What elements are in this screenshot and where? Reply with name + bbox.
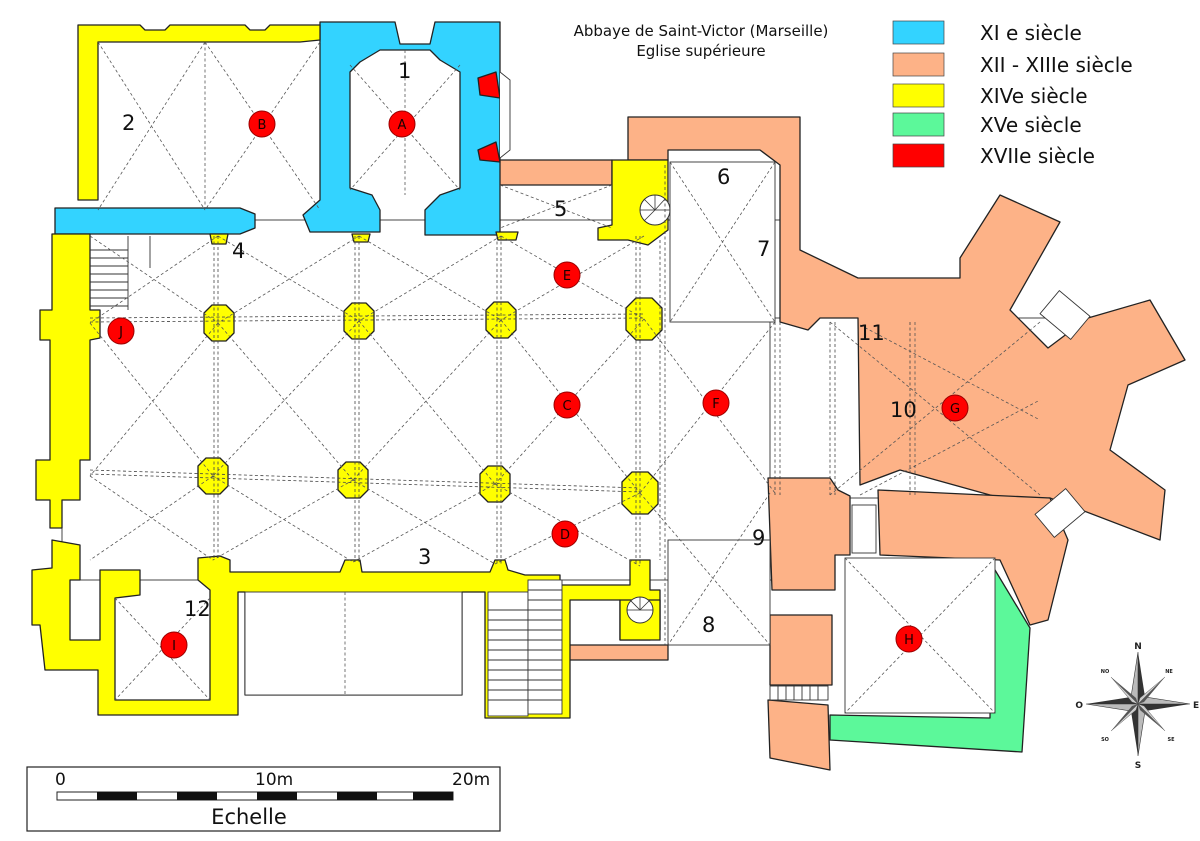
title-line-1: Abbaye de Saint-Victor (Marseille) xyxy=(574,22,829,40)
svg-text:NE: NE xyxy=(1165,669,1173,675)
room-number: 9 xyxy=(752,526,765,550)
room-number: 3 xyxy=(418,545,431,569)
svg-text:XIVe siècle: XIVe siècle xyxy=(980,84,1088,108)
legend-item-xi: XI e siècle xyxy=(892,20,1082,45)
svg-text:J: J xyxy=(118,325,123,340)
svg-text:S: S xyxy=(1135,761,1141,771)
marker-b: B xyxy=(248,110,276,138)
marker-h: H xyxy=(895,625,923,653)
scale-bar: 0 10m 20m Echelle xyxy=(26,766,501,832)
room-numbers: 1 2 3 4 5 6 7 8 9 10 11 12 xyxy=(122,59,917,637)
walls-xvii xyxy=(477,71,501,163)
scale-caption: Echelle xyxy=(211,805,287,829)
svg-text:XVIIe siècle: XVIIe siècle xyxy=(980,144,1095,168)
room-number: 7 xyxy=(757,237,770,261)
legend-item-xii-xiii: XII - XIIIe siècle xyxy=(892,52,1133,77)
plan-title: Abbaye de Saint-Victor (Marseille) Eglis… xyxy=(574,22,829,60)
room-number: 12 xyxy=(184,597,211,621)
svg-text:XII - XIIIe siècle: XII - XIIIe siècle xyxy=(980,53,1133,77)
scale-label-20m: 20m xyxy=(452,770,490,790)
walls-xii-xiii xyxy=(497,116,1186,771)
svg-text:SE: SE xyxy=(1167,737,1175,743)
walls-xv xyxy=(829,564,1031,753)
title-line-2: Eglise supérieure xyxy=(636,42,765,60)
svg-text:XVe siècle: XVe siècle xyxy=(980,113,1082,137)
svg-text:SO: SO xyxy=(1101,737,1109,743)
room-number: 8 xyxy=(702,613,715,637)
legend-item-xv: XVe siècle xyxy=(892,112,1082,137)
marker-g: G xyxy=(941,394,969,422)
marker-i: I xyxy=(160,631,188,659)
scale-label-0: 0 xyxy=(55,770,66,790)
room-number: 11 xyxy=(858,321,885,345)
svg-text:NO: NO xyxy=(1101,669,1109,675)
svg-text:C: C xyxy=(562,399,571,414)
room-number: 4 xyxy=(232,239,245,263)
svg-text:I: I xyxy=(172,639,176,654)
letter-markers: A B C D E F G H I J xyxy=(107,110,969,659)
marker-f: F xyxy=(702,389,730,417)
marker-a: A xyxy=(388,110,416,138)
room-number: 1 xyxy=(398,59,411,83)
svg-text:E: E xyxy=(563,269,571,284)
marker-j: J xyxy=(107,317,135,345)
svg-text:D: D xyxy=(560,528,570,543)
room-number: 5 xyxy=(554,197,567,221)
room-number: 10 xyxy=(890,398,917,422)
scale-label-10m: 10m xyxy=(255,770,293,790)
svg-text:N: N xyxy=(1134,642,1142,652)
svg-text:F: F xyxy=(712,397,719,412)
marker-d: D xyxy=(551,520,579,548)
svg-text:B: B xyxy=(258,118,267,133)
walls-xi xyxy=(54,21,501,236)
marker-c: C xyxy=(553,391,581,419)
svg-text:A: A xyxy=(398,118,407,133)
room-number: 2 xyxy=(122,111,135,135)
svg-text:G: G xyxy=(950,402,960,417)
legend-item-xiv: XIVe siècle xyxy=(892,83,1088,108)
compass-rose-icon: N S E O NE NO SE SO xyxy=(1075,642,1199,771)
svg-text:XI e siècle: XI e siècle xyxy=(980,21,1082,45)
legend: XI e siècle XII - XIIIe siècle XIVe sièc… xyxy=(892,20,1133,168)
room-number: 6 xyxy=(717,165,730,189)
svg-text:H: H xyxy=(904,633,914,648)
svg-text:E: E xyxy=(1193,701,1199,711)
svg-text:O: O xyxy=(1075,701,1083,711)
marker-e: E xyxy=(553,261,581,289)
legend-item-xvii: XVIIe siècle xyxy=(892,143,1095,168)
